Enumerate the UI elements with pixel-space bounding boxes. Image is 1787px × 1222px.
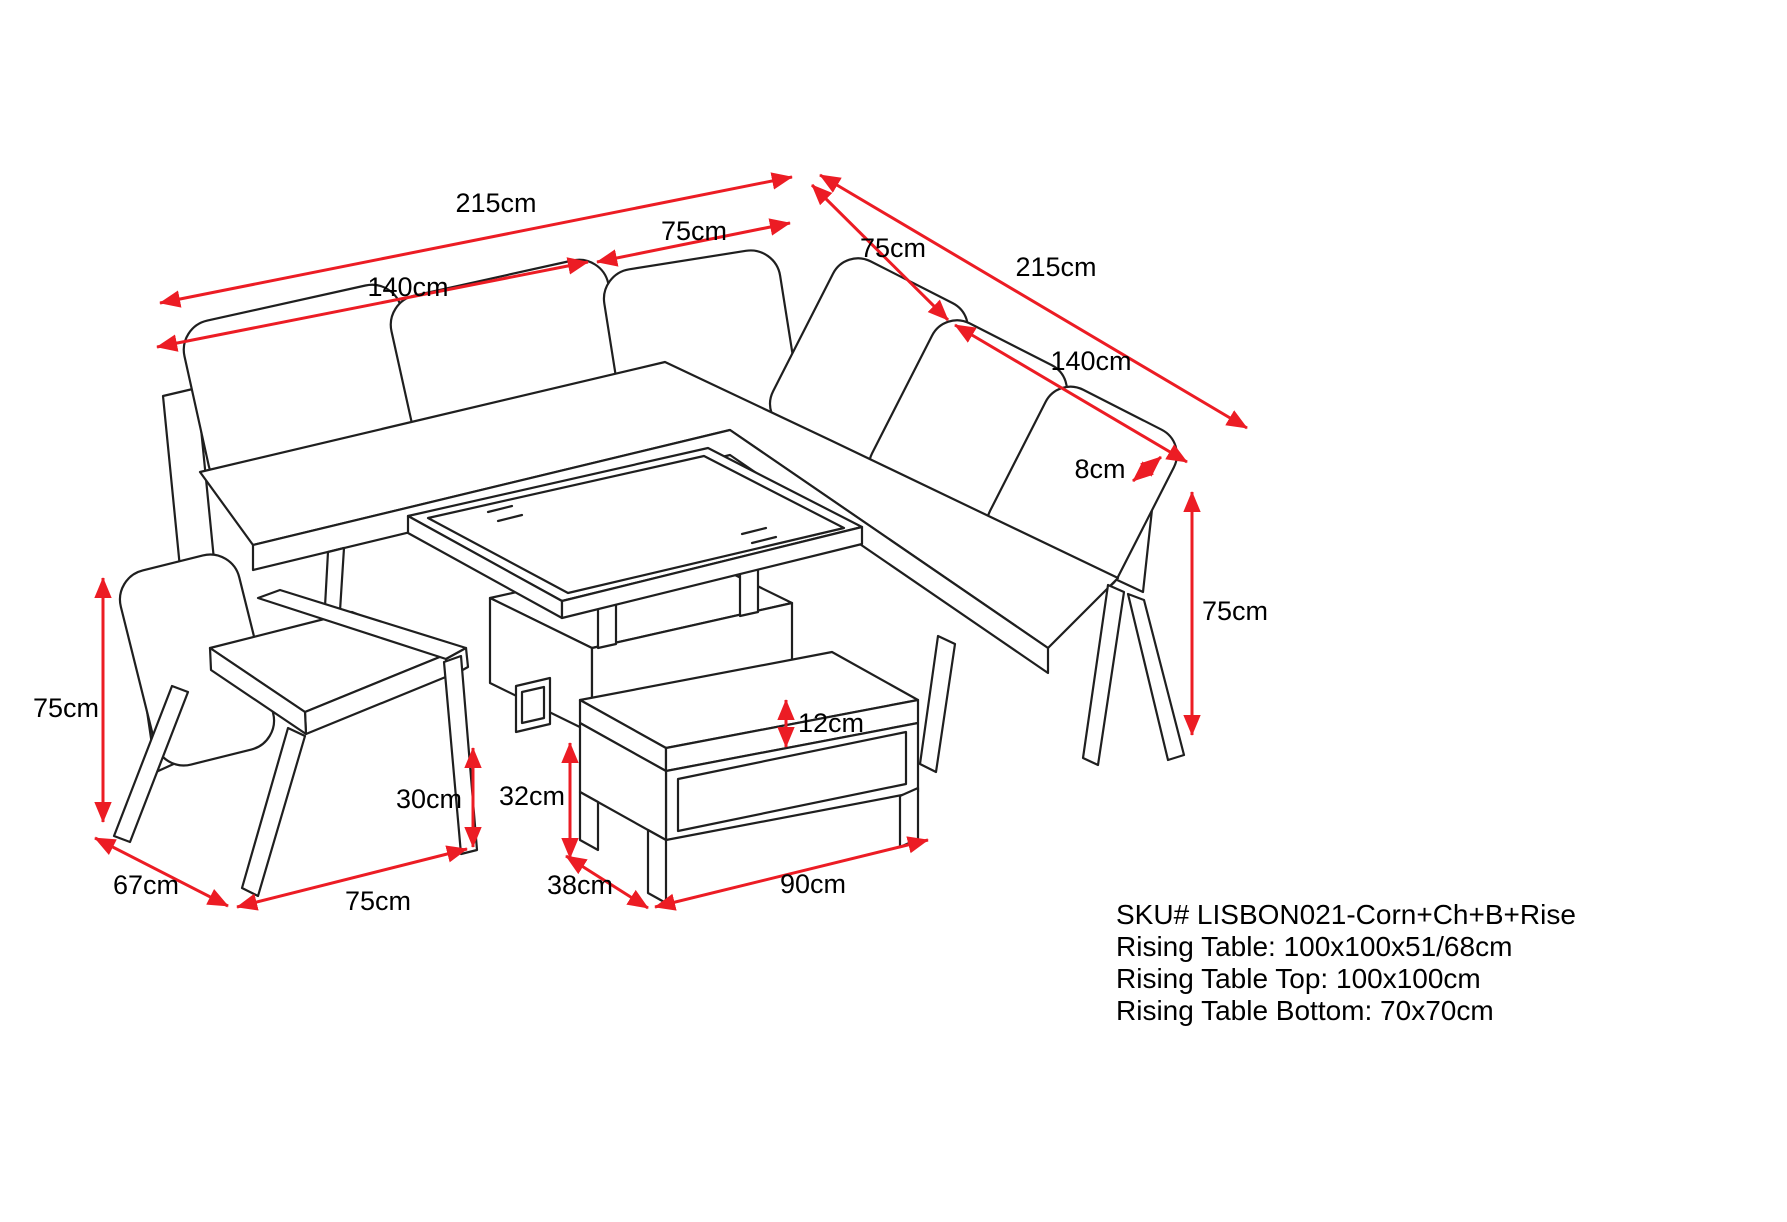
dim-label-bench-length: 90cm — [780, 869, 846, 899]
dim-label-sofa-left-total: 215cm — [455, 188, 536, 218]
dim-arrow-chair-width — [236, 845, 468, 911]
dim-arrow-corner-seat — [596, 218, 791, 267]
dim-label-sofa-left-seat: 140cm — [367, 272, 448, 302]
dim-label-corner-seat: 75cm — [661, 216, 727, 246]
product-rising-table-size: Rising Table: 100x100x51/68cm — [1116, 931, 1512, 962]
bench-leg-left — [578, 790, 600, 852]
armchair-drawing — [112, 553, 479, 898]
dim-label-cushion-thickness: 8cm — [1074, 454, 1125, 484]
sofa-leg-right-inner — [1081, 583, 1126, 767]
dim-label-sofa-right-total: 215cm — [1015, 252, 1096, 282]
dim-label-right-front: 75cm — [860, 233, 926, 263]
dim-label-chair-back-height: 75cm — [33, 693, 99, 723]
dim-label-bench-depth: 38cm — [547, 870, 613, 900]
table-base-vent-inner — [520, 685, 546, 725]
bench-apron-inner-border — [676, 730, 908, 833]
table-top-edge-right — [560, 525, 864, 620]
table-top-inner-border — [426, 454, 846, 595]
bench-leg-front — [646, 828, 668, 905]
dim-arrow-chair-depth — [94, 836, 229, 908]
chair-leg-front — [240, 726, 307, 898]
dim-label-sofa-back-height: 75cm — [1202, 596, 1268, 626]
furniture-drawing — [112, 249, 1186, 905]
dim-label-clearance-height: 30cm — [396, 784, 462, 814]
dim-arrow-sofa-right-seat — [954, 323, 1188, 464]
product-sku: SKU# LISBON021-Corn+Ch+B+Rise — [1116, 899, 1576, 930]
sofa-leg-front-right — [918, 634, 957, 774]
dim-label-bench-top-thickness: 12cm — [798, 708, 864, 738]
dim-arrow-cushion-thickness — [1132, 455, 1162, 483]
dim-arrow-bench-length — [654, 836, 929, 911]
dimension-labels: 215cm 140cm 75cm 75cm 215cm 140cm 8cm 75… — [33, 188, 1268, 916]
product-info-block: SKU# LISBON021-Corn+Ch+B+Rise Rising Tab… — [1116, 899, 1576, 1026]
dim-label-table-base-height: 32cm — [499, 781, 565, 811]
dim-label-chair-width: 75cm — [345, 886, 411, 916]
dimension-arrows — [94, 172, 1248, 911]
dim-label-sofa-right-seat: 140cm — [1050, 346, 1131, 376]
bench-leg-right — [898, 786, 920, 849]
sofa-leg-right-outer — [1126, 592, 1186, 762]
bench-drawing — [578, 650, 920, 905]
dim-arrow-sofa-left-seat — [156, 257, 589, 352]
table-glass-reflections — [486, 504, 778, 545]
chair-seat-left-face — [208, 646, 308, 736]
sofa-seat-apron — [251, 428, 1050, 675]
product-rising-table-bottom-size: Rising Table Bottom: 70x70cm — [1116, 995, 1494, 1026]
dim-label-chair-depth: 67cm — [113, 870, 179, 900]
product-rising-table-top-size: Rising Table Top: 100x100cm — [1116, 963, 1481, 994]
dim-arrow-bench-depth — [565, 854, 649, 910]
